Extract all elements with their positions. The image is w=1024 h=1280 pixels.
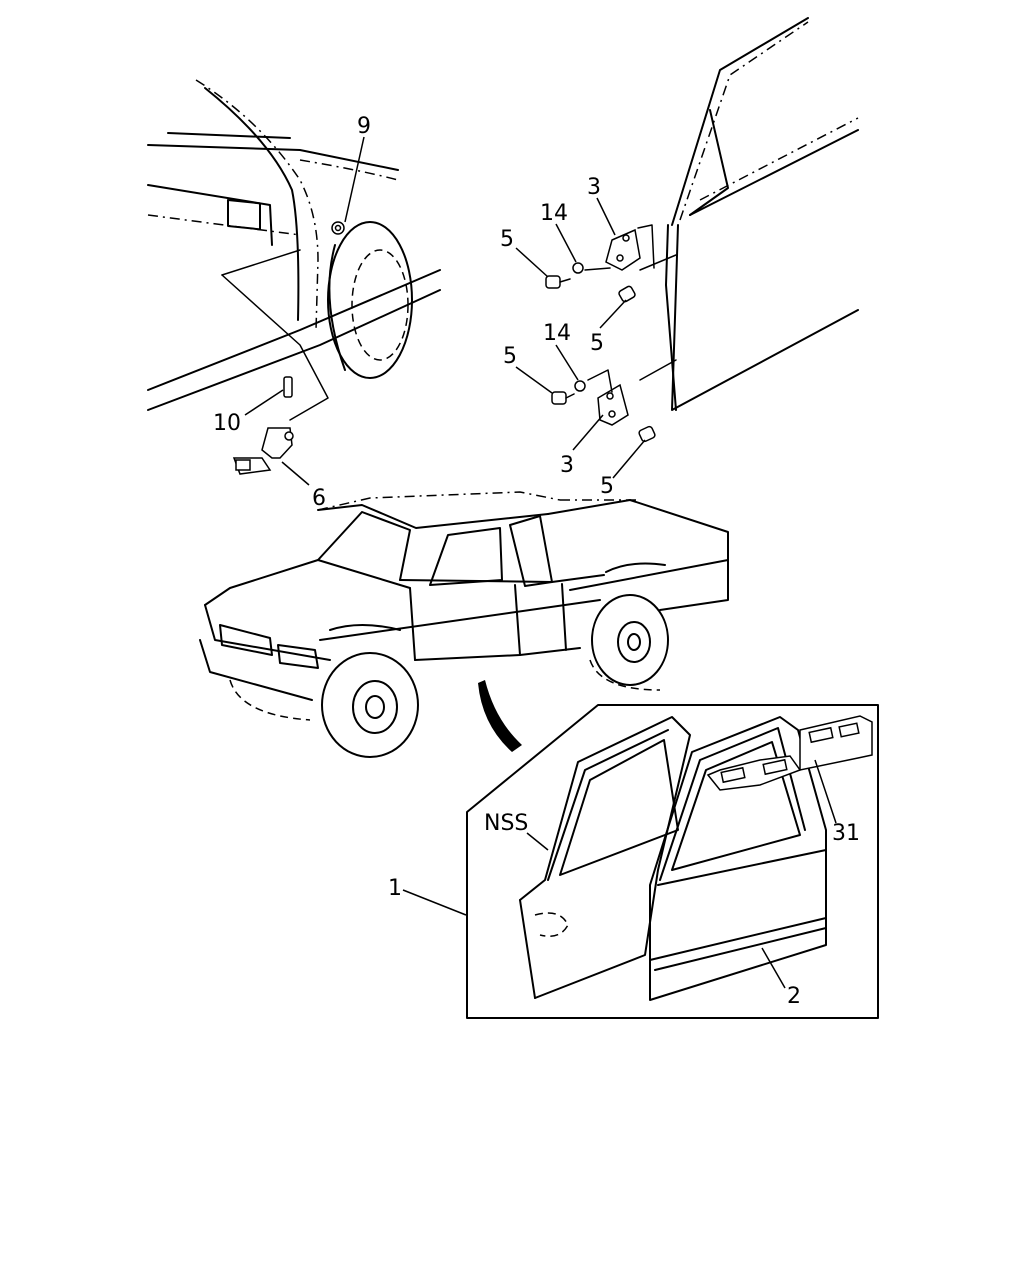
callout-14-upper: 14 [540, 201, 568, 226]
door-part-2 [649, 716, 827, 1001]
fender-view [147, 79, 441, 421]
callout-5-lower-right: 5 [600, 474, 614, 499]
part-14-upper-washer [572, 262, 584, 274]
callout-5-lower-left: 5 [503, 344, 517, 369]
door-pillar-view [584, 17, 859, 411]
callout-5-upper-left: 5 [500, 227, 514, 252]
callout-3-lower: 3 [560, 453, 574, 478]
truck-view [199, 491, 729, 758]
door-detail-box [466, 704, 879, 1019]
leader-lines [244, 136, 837, 989]
callout-2: 2 [787, 984, 801, 1009]
part-3-upper-hinge [605, 228, 641, 271]
door-nss [519, 716, 691, 999]
part-5-upper-left-bolt [545, 275, 561, 289]
upper-hinge [545, 228, 641, 303]
callout-31: 31 [832, 821, 860, 846]
lower-hinge [551, 369, 656, 443]
callout-labels: 9 10 6 3 14 5 5 14 5 3 5 NSS 1 2 31 [213, 114, 860, 1009]
detail-arrow-icon [478, 680, 522, 752]
callout-3-upper: 3 [587, 175, 601, 200]
part-10-pin [283, 376, 293, 398]
callout-10: 10 [213, 411, 241, 436]
callout-6: 6 [312, 486, 326, 511]
part-14-lower-washer [574, 380, 586, 392]
part-5-lower-right-bolt [638, 425, 656, 443]
callout-5-upper-right: 5 [590, 331, 604, 356]
callout-1: 1 [388, 876, 402, 901]
part-5-upper-right-bolt [618, 285, 636, 303]
callout-14-lower: 14 [543, 321, 571, 346]
door-check-assembly [232, 376, 294, 475]
callout-9: 9 [357, 114, 371, 139]
part-3-lower-hinge [597, 383, 629, 426]
part-5-lower-left-bolt [551, 391, 567, 405]
callout-nss: NSS [484, 811, 528, 836]
